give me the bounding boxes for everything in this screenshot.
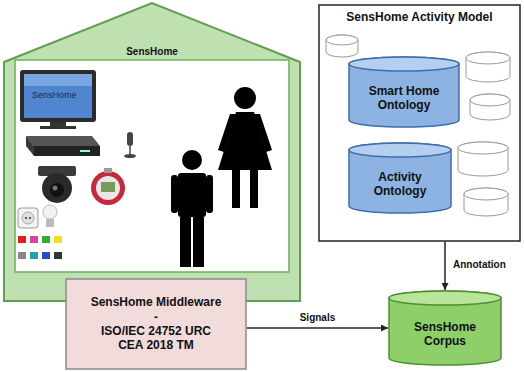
camera-icon: [38, 166, 76, 203]
middleware-box: SensHome Middleware-ISO/IEC 24752 URCCEA…: [65, 278, 247, 370]
connector-arrow: [247, 327, 388, 329]
tv-icon: [20, 70, 96, 129]
node-title: SensHome Middleware: [91, 295, 222, 309]
watch-icon: [91, 168, 125, 205]
man-figure: [171, 150, 213, 267]
node-title: SensHome Activity Model: [346, 10, 492, 24]
node-text: -: [154, 310, 158, 324]
node-title: SensHome: [126, 46, 178, 58]
ontology-cylinder: Smart Home Ontology: [348, 56, 460, 128]
node-title: Smart Home Ontology: [354, 84, 454, 113]
ontology-stack: [326, 35, 510, 216]
connector-arrow: [444, 242, 446, 290]
edge-label: Annotation: [451, 259, 508, 270]
node-title: Activity Ontology: [354, 170, 446, 199]
woman-figure: [218, 87, 272, 208]
sensor-buttons: [18, 236, 62, 259]
ontology-cylinder: Activity Ontology: [348, 142, 452, 214]
socket-bulb: [18, 205, 57, 228]
set-top-box: [26, 136, 100, 156]
node-text: ISO/IEC 24752 URC: [101, 324, 211, 338]
node-title: SensHome Corpus: [394, 320, 496, 349]
corpus-cylinder: SensHome Corpus: [388, 290, 502, 366]
microphone-icon: [124, 132, 136, 158]
edge-label: Signals: [298, 312, 338, 323]
node-text: CEA 2018 TM: [118, 338, 194, 352]
tv-screen-text: SensHome: [32, 90, 77, 100]
